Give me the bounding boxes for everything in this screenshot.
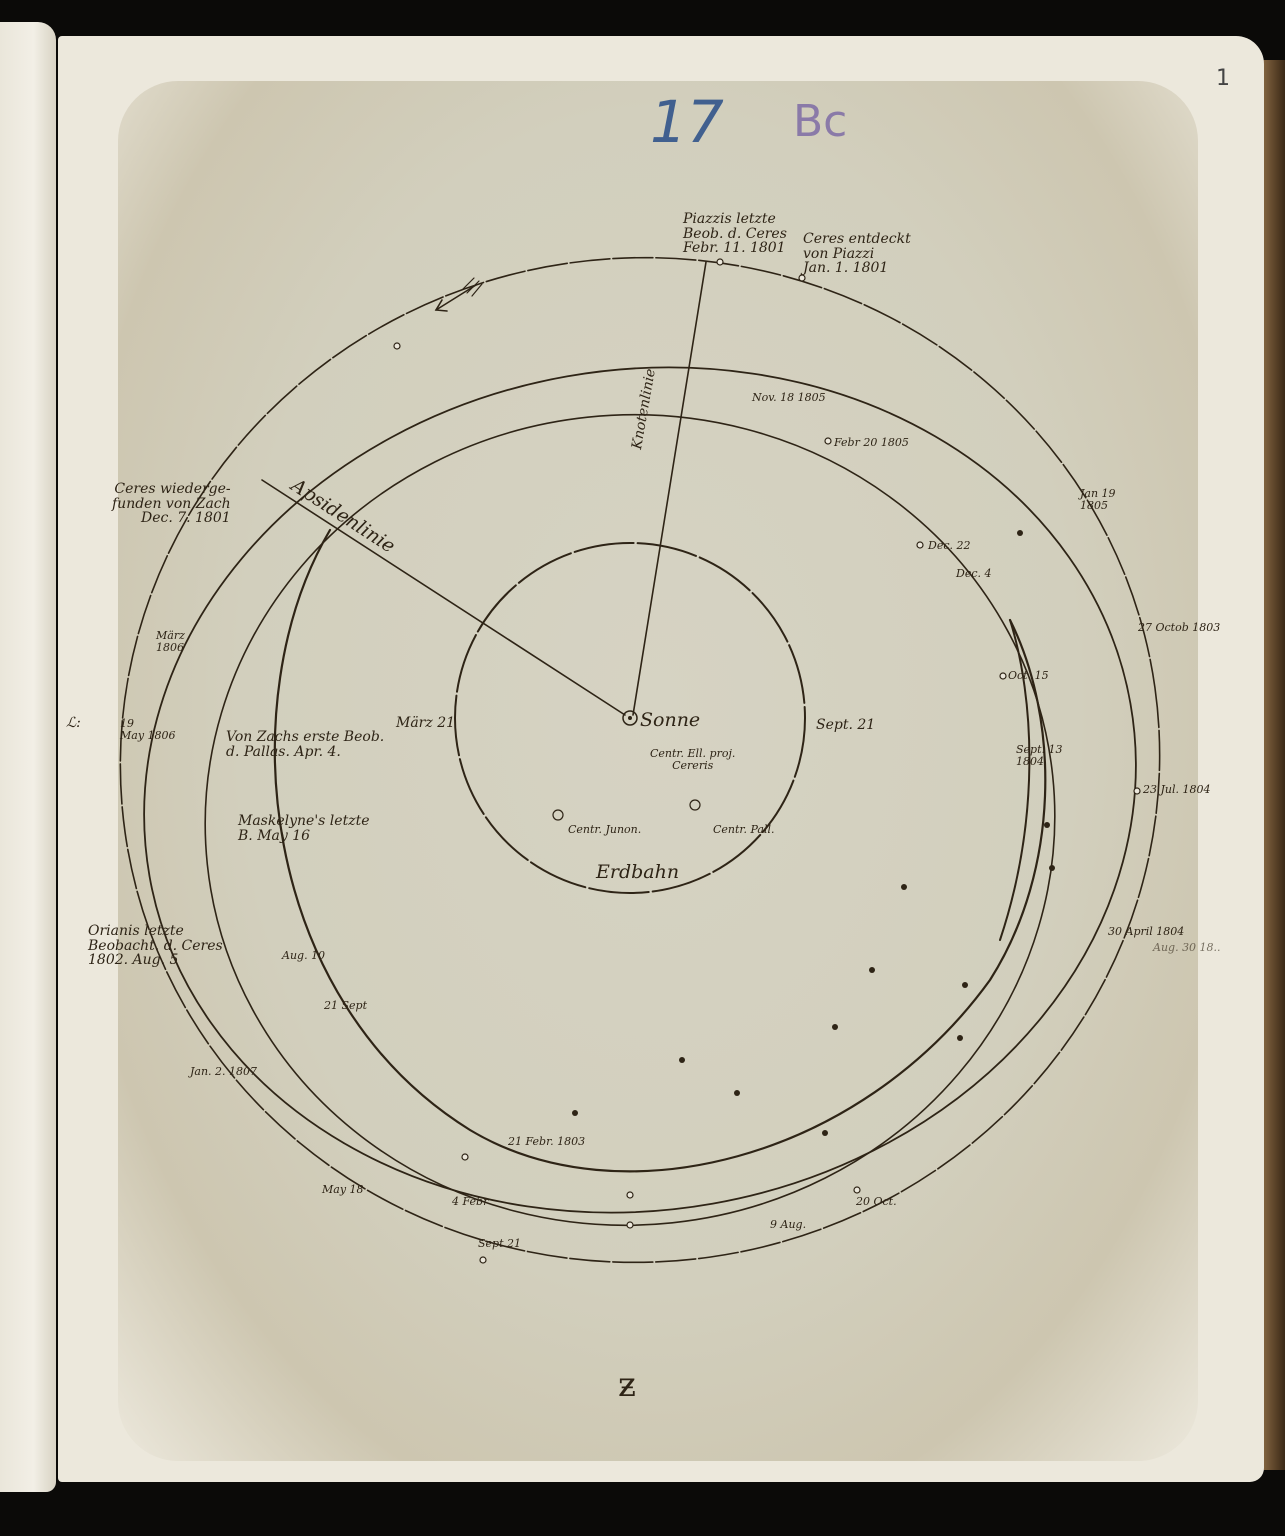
date-oct27-1803: 27 Octob 1803 bbox=[1138, 621, 1221, 634]
date-aug30: Aug. 30 18.. bbox=[1153, 941, 1221, 954]
date-nov18-1805: Nov. 18 1805 bbox=[752, 391, 826, 404]
zach-pallas-observation: Von Zachs erste Beob.d. Pallas. Apr. 4. bbox=[226, 729, 385, 760]
sept-label: Sept. 21 bbox=[816, 717, 876, 733]
ceres-center-label: Centr. Ell. proj.Cereris bbox=[650, 747, 736, 772]
pallas-center-icon bbox=[689, 799, 701, 811]
left-edge-mark: ℒ: bbox=[66, 715, 81, 731]
date-febr4: 4 Febr bbox=[452, 1195, 489, 1208]
date-dec4: Dec. 4 bbox=[956, 567, 992, 580]
sun-symbol-icon bbox=[622, 710, 638, 726]
sun-label: Sonne bbox=[640, 709, 701, 731]
node-line bbox=[632, 261, 707, 716]
facing-page-edge bbox=[0, 22, 56, 1492]
outer-orbit bbox=[119, 256, 1161, 1264]
date-febr20-1805: Febr 20 1805 bbox=[834, 436, 909, 449]
page-signature: ƶ bbox=[618, 1365, 636, 1405]
juno-center-label: Centr. Junon. bbox=[568, 823, 642, 836]
date-jul23-1804: 23 Jul. 1804 bbox=[1143, 783, 1211, 796]
date-may18: May 18 bbox=[322, 1183, 364, 1196]
orbit-diagram bbox=[119, 256, 1161, 1264]
earth-orbit bbox=[454, 542, 806, 894]
inner-orbit-arc bbox=[273, 528, 1047, 1173]
direction-arrow-icon bbox=[434, 277, 483, 312]
archive-shelf-code: Bc bbox=[793, 96, 848, 147]
date-sept21b: Sept 21 bbox=[478, 1237, 522, 1250]
march-label: März 21 bbox=[396, 715, 456, 731]
pallas-center-label: Centr. Pall. bbox=[713, 823, 775, 836]
date-febr21-1803: 21 Febr. 1803 bbox=[508, 1135, 586, 1148]
archive-shelf-number: 17 bbox=[650, 88, 724, 156]
date-aug10: Aug. 10 bbox=[282, 949, 326, 962]
apse-line bbox=[261, 479, 626, 716]
ceres-orbit bbox=[143, 366, 1137, 1214]
date-aug9: 9 Aug. bbox=[770, 1218, 807, 1231]
juno-center-icon bbox=[552, 809, 564, 821]
date-apr30-1804: 30 April 1804 bbox=[1108, 925, 1185, 938]
date-oct15: Oct. 15 bbox=[1008, 669, 1049, 682]
page-aging-stain bbox=[118, 81, 1198, 1461]
pallas-orbit bbox=[204, 413, 1056, 1227]
date-dec22: Dec. 22 bbox=[928, 539, 971, 552]
date-sept21: 21 Sept bbox=[324, 999, 368, 1012]
earth-orbit-label: Erdbahn bbox=[596, 861, 680, 883]
manuscript-page: 17 Bc 1 ƶ Sonne März 21 Sept. 21 Erdbahn… bbox=[58, 36, 1264, 1482]
date-jan2-1807: Jan. 2. 1807 bbox=[190, 1065, 258, 1078]
folio-number: 1 bbox=[1216, 66, 1230, 91]
date-oct20: 20 Oct. bbox=[856, 1195, 897, 1208]
